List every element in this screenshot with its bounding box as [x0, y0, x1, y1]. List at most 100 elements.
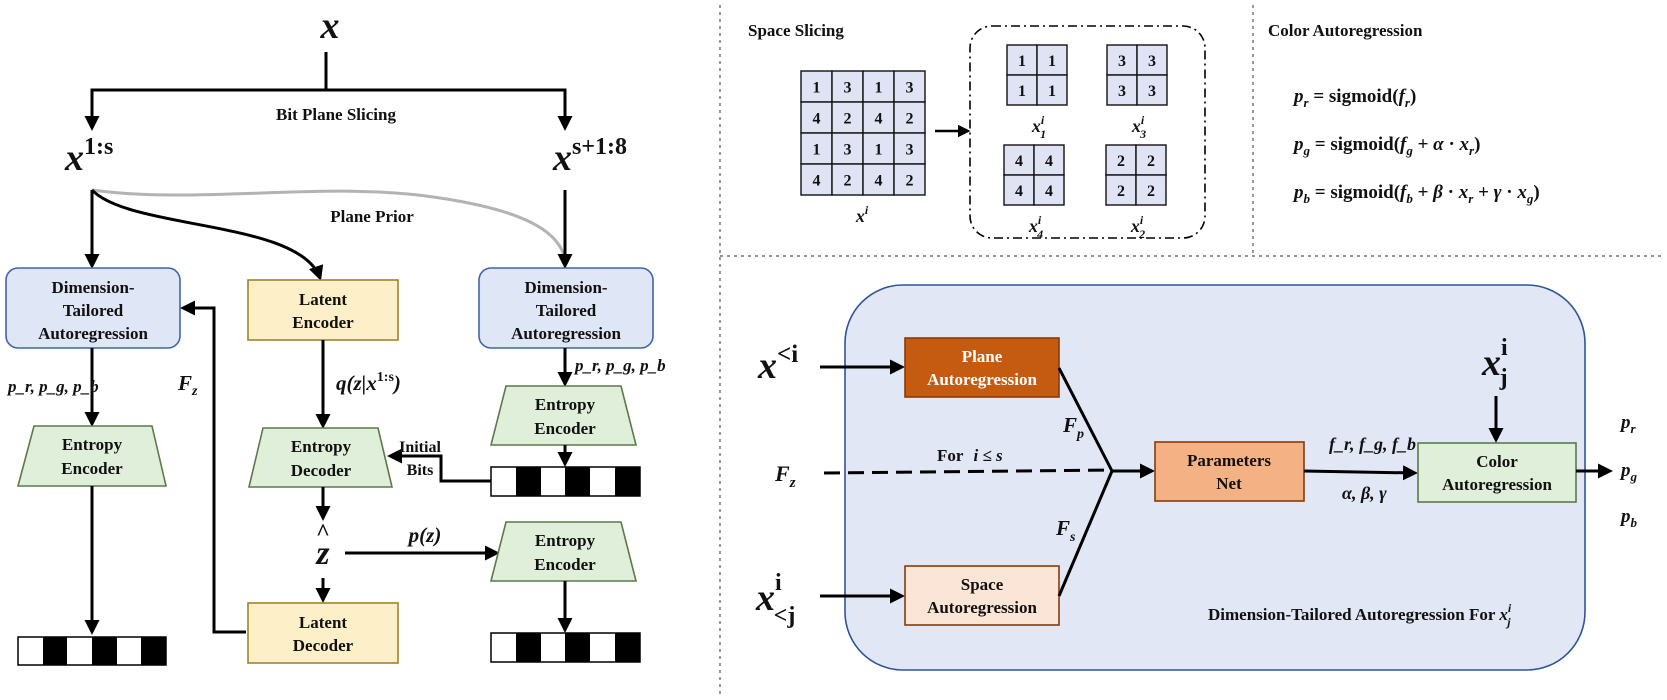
slice-cell-value: 4	[1015, 183, 1023, 200]
grid-cell	[862, 101, 895, 134]
params-net-line1: Parameters	[1187, 451, 1271, 470]
grid-label: xi	[855, 203, 869, 226]
x-input-label: x	[320, 5, 340, 47]
grid-cell-value: 2	[844, 173, 852, 190]
slice-cell	[1003, 174, 1035, 206]
arrow-to-latent-encoder	[90, 188, 324, 281]
grid-cell-value: 4	[813, 173, 821, 190]
dta-left-line1: Dimension-	[51, 278, 134, 297]
latent-encoder-line2: Encoder	[292, 313, 354, 332]
detail-caption: Dimension-Tailored Autoregression For xi…	[1208, 601, 1512, 629]
space-slicing-title: Space Slicing	[748, 21, 844, 40]
grid-cell-value: 3	[844, 80, 852, 97]
space-ar-line1: Space	[961, 575, 1004, 594]
entropy-encoder-right-bottom-line1: Entropy	[535, 531, 596, 550]
slice-cell-value: 1	[1018, 83, 1026, 100]
initial-bits-line2: Bits	[407, 462, 434, 479]
entropy-decoder-line2: Decoder	[291, 461, 352, 480]
eq-b: pb = sigmoid(fb + β · xr + γ · xg)	[1292, 182, 1540, 206]
grid-cell	[893, 132, 926, 165]
grid-cell-value: 1	[875, 80, 883, 97]
latent-decoder-line1: Latent	[299, 613, 348, 632]
entropy-encoder-right-bottom-shape	[489, 521, 638, 582]
plane-prior-label: Plane Prior	[330, 207, 414, 226]
grid-cell-value: 3	[906, 142, 914, 159]
slice-cell	[1136, 44, 1168, 76]
grid-cell	[862, 70, 895, 103]
f-out-label: f_r, f_g, f_b	[1329, 434, 1416, 454]
grid-cell-value: 1	[813, 142, 821, 159]
greek-out-label: α, β, γ	[1342, 483, 1387, 503]
latent-decoder-box	[247, 602, 399, 664]
bitstream-right-bottom	[490, 632, 641, 663]
slice-cell-value: 3	[1118, 83, 1126, 100]
color-autoregression-panel: Color Autoregression pr = sigmoid(fr) pg…	[1268, 21, 1540, 206]
pz-label: p(z)	[407, 523, 442, 547]
params-net-line2: Net	[1216, 474, 1242, 493]
entropy-encoder-right-bottom-line2: Encoder	[534, 555, 596, 574]
entropy-encoder-right-top-line1: Entropy	[535, 395, 596, 414]
dta-left-line3: Autoregression	[38, 324, 148, 343]
fz-detail-label: Fz	[774, 461, 796, 491]
bitstream-left	[17, 636, 167, 666]
grid-cell	[800, 132, 833, 165]
grid-cell	[893, 70, 926, 103]
color-ar-title: Color Autoregression	[1268, 21, 1423, 40]
out-pb-label: pb	[1619, 506, 1638, 530]
out-pr-label: pr	[1619, 412, 1637, 436]
slice-cell	[1036, 74, 1068, 106]
fp-label: Fp	[1062, 413, 1084, 442]
grid-cell-value: 2	[906, 173, 914, 190]
grid-cell-value: 3	[844, 142, 852, 159]
latent-encoder-box	[247, 279, 399, 341]
space-ar-line2: Autoregression	[927, 598, 1037, 617]
grid-cell	[831, 101, 864, 134]
slice-cell-value: 2	[1147, 183, 1155, 200]
initial-bits-arrow	[387, 448, 491, 483]
z-hat-accent: ^	[316, 520, 330, 546]
bit-slice-split	[84, 88, 573, 131]
space-ar-box	[904, 565, 1060, 626]
eq-r: pr = sigmoid(fr)	[1292, 86, 1416, 110]
slice-cell-value: 3	[1148, 53, 1156, 70]
slice-cell	[1105, 174, 1137, 206]
entropy-decoder-line1: Entropy	[291, 437, 352, 456]
slice-cell	[1105, 144, 1137, 176]
params-net-box	[1154, 441, 1305, 502]
bitstream-right-top	[490, 466, 641, 497]
slice-cell-value: 2	[1117, 183, 1125, 200]
slice-cell-value: 4	[1045, 183, 1053, 200]
slice-cell	[1135, 174, 1167, 206]
left-pipeline: x Bit Plane Slicing x1:s xs+1:8 Plane Pr…	[5, 5, 666, 666]
probs-right-label: p_r, p_g, p_b	[573, 356, 666, 375]
grid-cell	[831, 70, 864, 103]
plane-prior-curve	[91, 188, 567, 261]
entropy-encoder-left-line2: Encoder	[61, 459, 123, 478]
initial-bits-line1: Initial	[399, 439, 441, 456]
grid-cell-value: 4	[813, 111, 821, 128]
dta-right-line2: Tailored	[536, 301, 597, 320]
grid-cell-value: 2	[906, 111, 914, 128]
color-ar-line1: Color	[1476, 452, 1518, 471]
slice-cell	[1136, 74, 1168, 106]
slice-cell	[1033, 174, 1065, 206]
dta-right-line3: Autoregression	[511, 324, 621, 343]
slice-cell-value: 3	[1118, 53, 1126, 70]
slice-cell-value: 1	[1018, 53, 1026, 70]
entropy-encoder-left-line1: Entropy	[62, 435, 123, 454]
plane-ar-box	[904, 337, 1060, 398]
entropy-decoder-shape	[247, 427, 394, 488]
grid-cell	[831, 163, 864, 196]
plane-ar-line2: Autoregression	[927, 370, 1037, 389]
latent-decoder-line2: Decoder	[293, 636, 354, 655]
bit-plane-slicing-label: Bit Plane Slicing	[276, 105, 396, 124]
grid-cell-value: 4	[875, 111, 883, 128]
slice-cell-value: 4	[1045, 153, 1053, 170]
